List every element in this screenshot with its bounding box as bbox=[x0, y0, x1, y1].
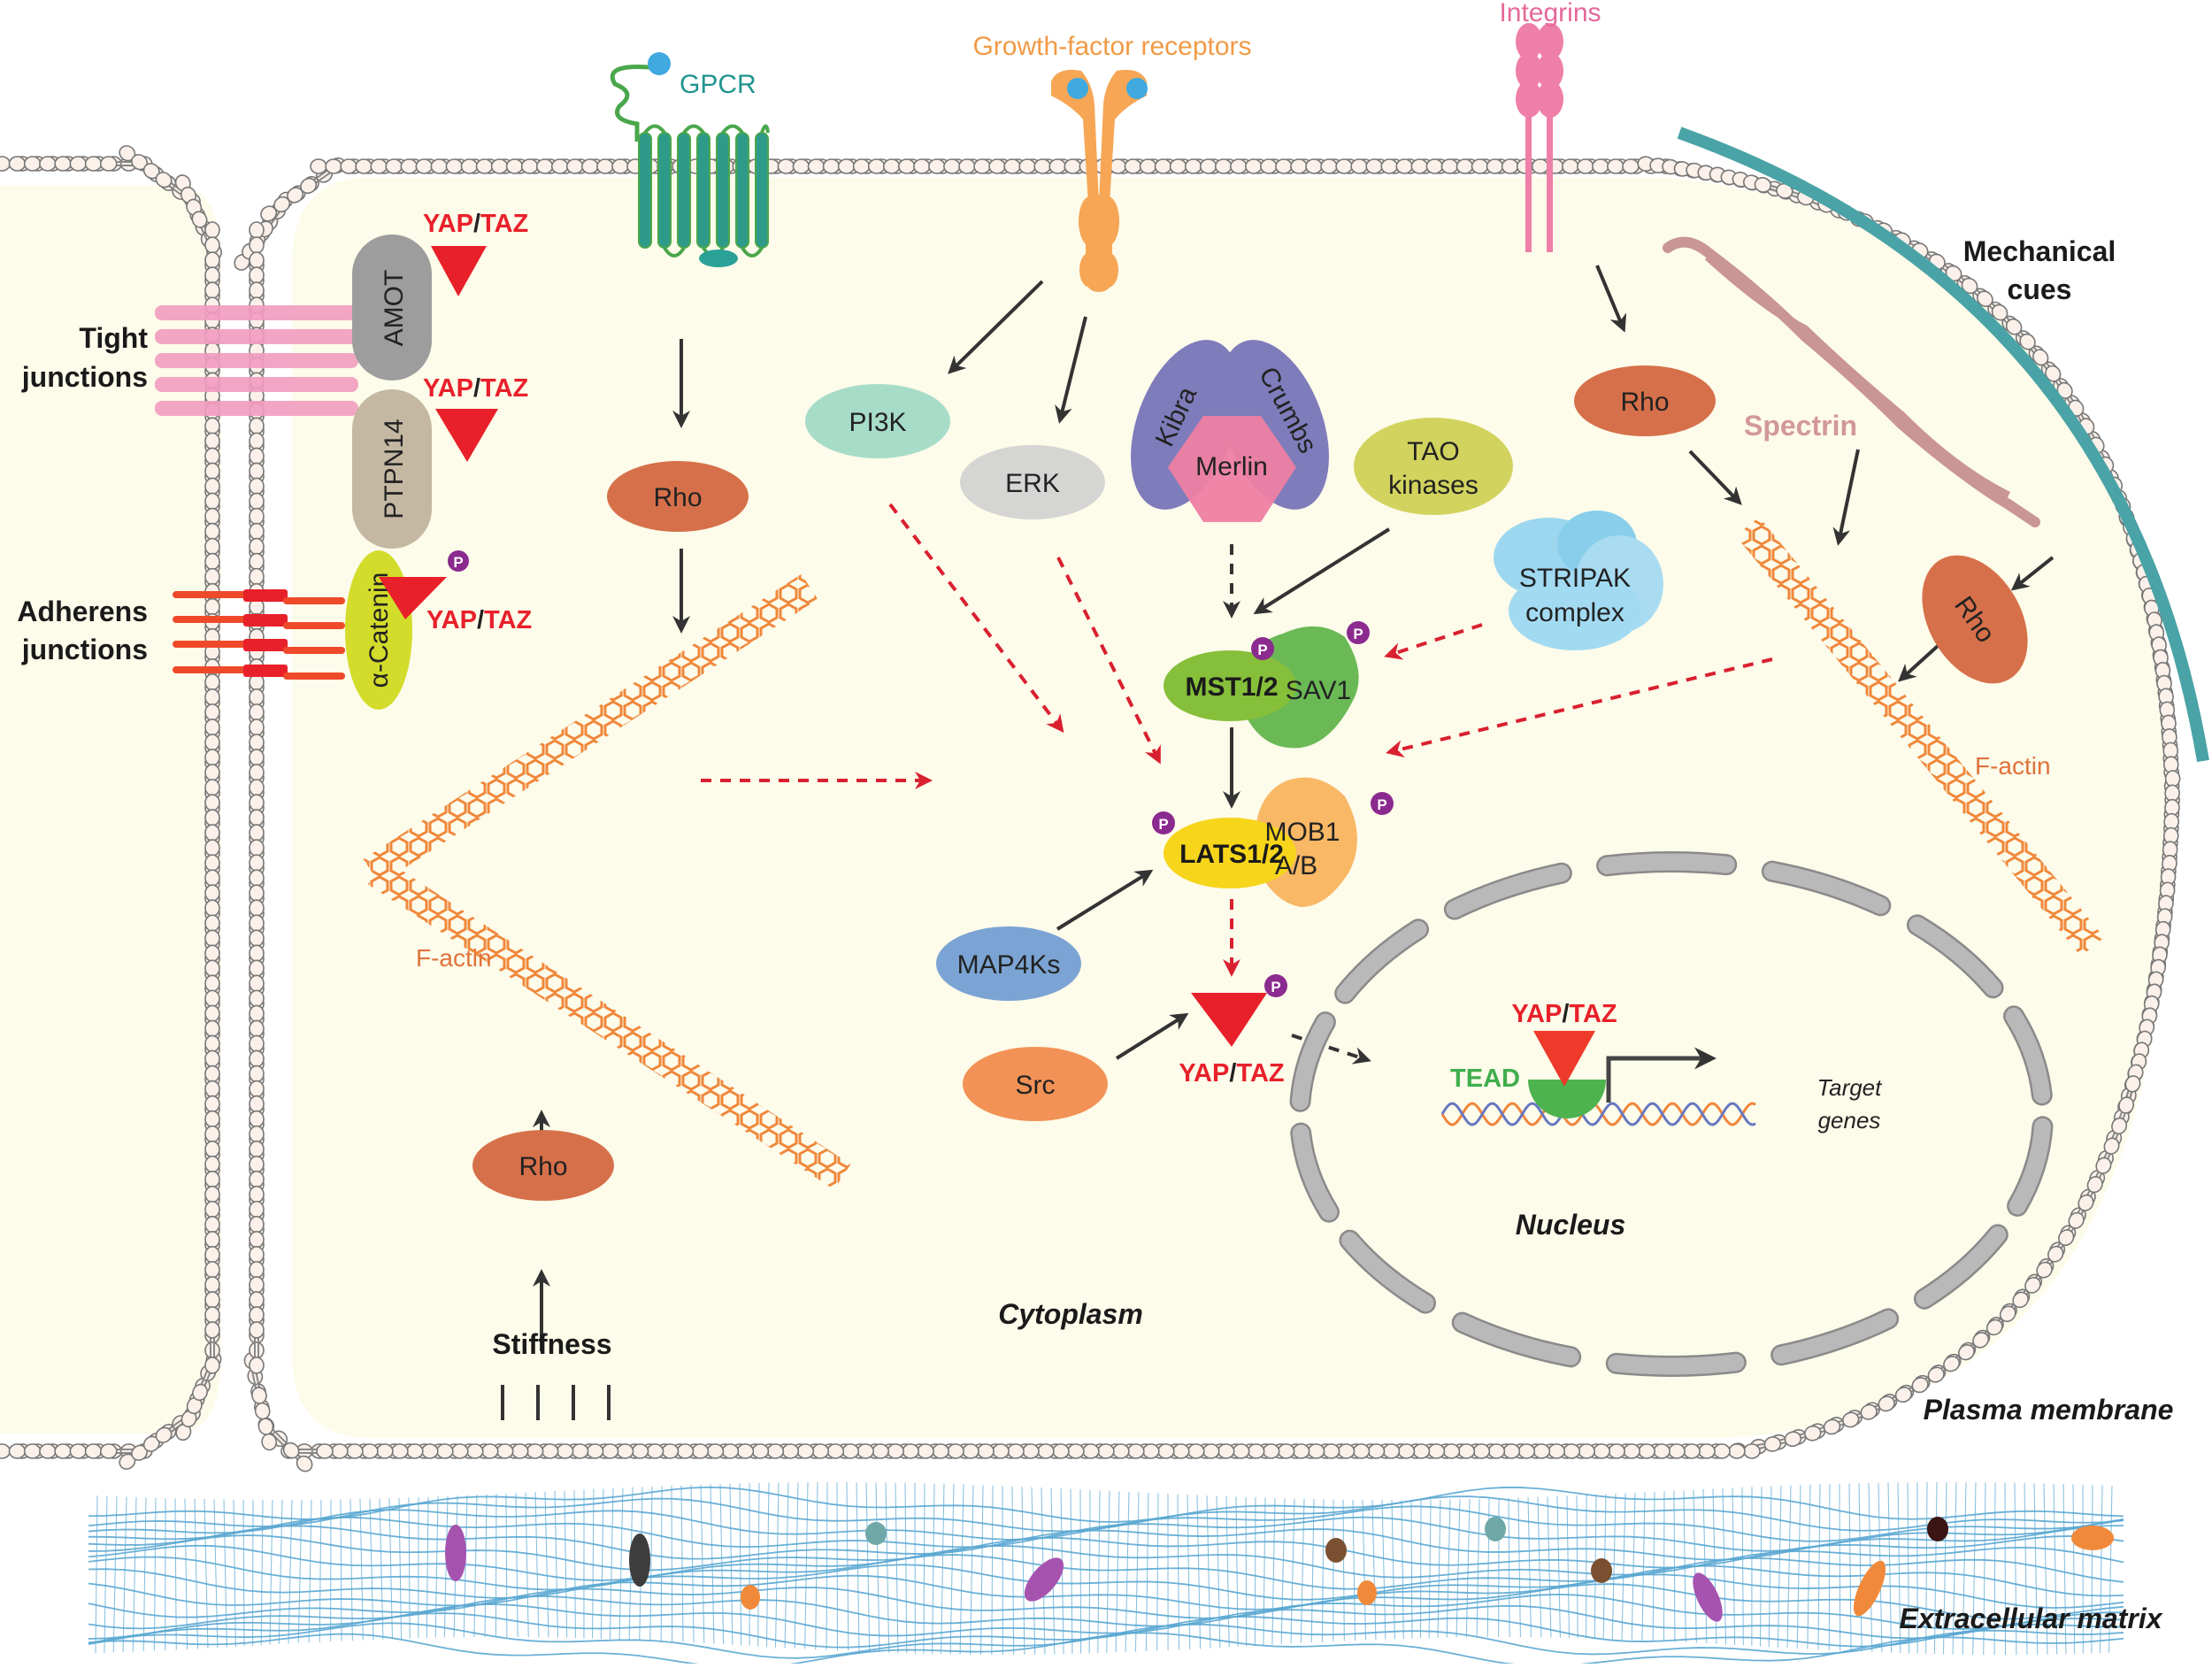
pi3k-node: PI3K bbox=[805, 384, 950, 458]
plasma-membrane-label: Plasma membrane bbox=[1924, 1394, 2174, 1426]
mechanical-cues-label: Mechanical bbox=[1963, 235, 2116, 267]
rho-node-integrin: Rho bbox=[1574, 365, 1716, 436]
phospho-label: P bbox=[453, 554, 463, 571]
yap-taz-label: YAP/TAZ bbox=[1511, 1000, 1617, 1028]
yap-taz-label: YAP/TAZ bbox=[423, 210, 528, 238]
cytoplasm-label: Cytoplasm bbox=[998, 1298, 1143, 1330]
erk-node: ERK bbox=[960, 445, 1105, 519]
tao-kinases-node: TAO kinases bbox=[1354, 418, 1513, 515]
f-actin-right-label: F-actin bbox=[1975, 752, 2051, 780]
tight-junctions-label: Tight bbox=[79, 322, 148, 354]
stripak-label-2: complex bbox=[1525, 598, 1624, 627]
phospho-label: P bbox=[1271, 979, 1280, 995]
src-label: Src bbox=[1016, 1071, 1056, 1100]
ecm-particle bbox=[1927, 1517, 1948, 1541]
target-genes-label-2: genes bbox=[1818, 1107, 1881, 1134]
ecm-particle bbox=[445, 1525, 466, 1581]
growth-factor-receptors-label: Growth-factor receptors bbox=[972, 32, 1251, 61]
extracellular-matrix-label: Extracellular matrix bbox=[1899, 1603, 2162, 1634]
ecm-particle bbox=[2071, 1526, 2114, 1550]
gpcr-label: GPCR bbox=[680, 70, 757, 99]
rho-label: Rho bbox=[653, 483, 702, 512]
sav1-label: SAV1 bbox=[1286, 676, 1352, 705]
ptpn14-protein: PTPN14 bbox=[352, 389, 432, 549]
mob1-label: MOB1 bbox=[1264, 818, 1340, 847]
target-genes-label: Target bbox=[1817, 1074, 1884, 1101]
map4ks-node: MAP4Ks bbox=[936, 926, 1081, 1001]
f-actin-left-label: F-actin bbox=[416, 944, 492, 972]
tight-junctions-label-2: junctions bbox=[21, 361, 148, 393]
rho-label: Rho bbox=[1620, 388, 1669, 417]
rho-node-gpcr: Rho bbox=[607, 461, 749, 532]
mechanical-cues-label-2: cues bbox=[2008, 273, 2072, 305]
adherens-junctions-label-2: junctions bbox=[21, 634, 148, 665]
ecm-particle bbox=[629, 1533, 650, 1587]
yap-taz-label: YAP/TAZ bbox=[426, 606, 532, 634]
adherens-junctions-label: Adherens bbox=[17, 596, 148, 627]
amot-label: AMOT bbox=[380, 270, 409, 347]
ecm-particle bbox=[1325, 1538, 1347, 1563]
ecm-particle bbox=[1485, 1517, 1506, 1541]
phospho-label: P bbox=[1377, 796, 1386, 813]
tao-label-2: kinases bbox=[1388, 471, 1479, 500]
tead-label: TEAD bbox=[1450, 1065, 1520, 1093]
map4ks-label: MAP4Ks bbox=[957, 950, 1061, 980]
integrins-label: Integrins bbox=[1499, 0, 1601, 27]
mst-label: MST1/2 bbox=[1185, 673, 1278, 702]
ecm-particle bbox=[1591, 1558, 1612, 1583]
phospho-label: P bbox=[1353, 626, 1363, 642]
pi3k-label: PI3K bbox=[849, 408, 906, 437]
tao-label: TAO bbox=[1407, 437, 1459, 466]
extracellular-matrix bbox=[88, 1482, 2124, 1664]
stripak-label: STRIPAK bbox=[1519, 564, 1631, 593]
stiffness-label: Stiffness bbox=[492, 1328, 611, 1360]
mob1-label-2: A/B bbox=[1275, 851, 1317, 880]
rho-label: Rho bbox=[518, 1152, 567, 1181]
amot-protein: AMOT bbox=[352, 234, 432, 380]
ecm-particle bbox=[1357, 1580, 1377, 1605]
phospho-label: P bbox=[1257, 642, 1267, 658]
nucleus-label: Nucleus bbox=[1516, 1209, 1625, 1241]
alpha-catenin-protein: α-Catenin bbox=[345, 550, 412, 710]
yap-taz-label: YAP/TAZ bbox=[423, 374, 528, 403]
ecm-particle bbox=[1847, 1557, 1892, 1620]
rho-node-stiffness: Rho bbox=[472, 1130, 614, 1201]
spectrin-label: Spectrin bbox=[1744, 410, 1857, 442]
ecm-particle bbox=[741, 1585, 760, 1610]
phospho-label: P bbox=[1158, 816, 1168, 833]
ptpn14-label: PTPN14 bbox=[380, 419, 409, 519]
src-node: Src bbox=[963, 1047, 1108, 1121]
merlin-label: Merlin bbox=[1195, 452, 1268, 481]
yap-taz-label: YAP/TAZ bbox=[1179, 1059, 1284, 1088]
ecm-particle bbox=[865, 1522, 887, 1545]
erk-label: ERK bbox=[1005, 469, 1060, 498]
